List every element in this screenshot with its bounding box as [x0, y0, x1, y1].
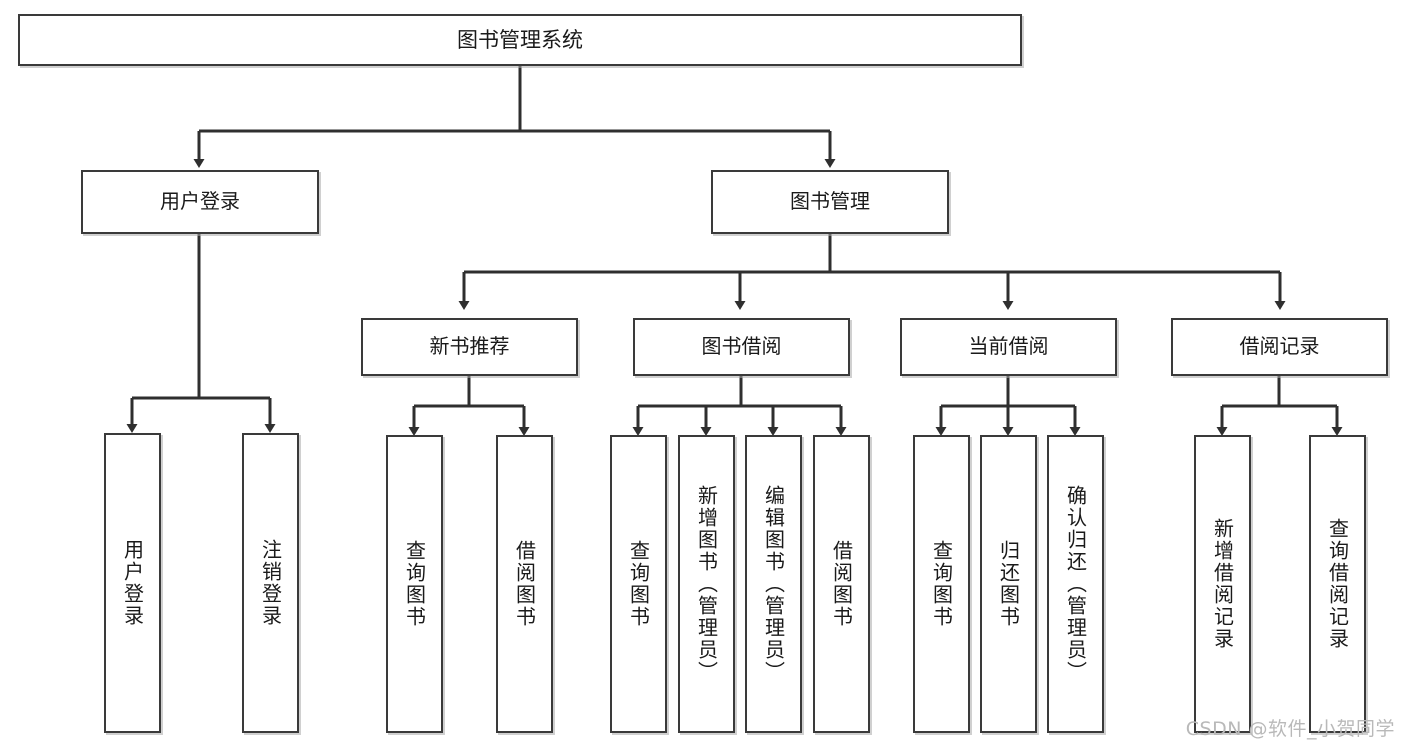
- node-label: 归还图书: [996, 540, 1021, 628]
- node-label: 查询图书: [626, 540, 651, 628]
- node-label: 借阅记录: [1239, 334, 1320, 359]
- node-book-borrow[interactable]: 图书借阅: [633, 318, 850, 376]
- node-new-book-rec[interactable]: 新书推荐: [361, 318, 578, 376]
- node-label: 编辑图书（管理员）: [761, 485, 786, 683]
- node-leaf-add-record[interactable]: 新增借阅记录: [1194, 435, 1251, 733]
- node-leaf-logout[interactable]: 注销登录: [242, 433, 299, 733]
- node-user-login[interactable]: 用户登录: [81, 170, 319, 234]
- node-leaf-query-book-3[interactable]: 查询图书: [913, 435, 970, 733]
- csdn-watermark: CSDN @软件_小贺同学: [1185, 718, 1395, 740]
- node-label: 查询借阅记录: [1325, 518, 1350, 650]
- node-label: 注销登录: [258, 539, 283, 627]
- node-label: 查询图书: [402, 540, 427, 628]
- node-label: 借阅图书: [512, 540, 537, 628]
- node-leaf-borrow-book-2[interactable]: 借阅图书: [813, 435, 870, 733]
- node-borrow-record[interactable]: 借阅记录: [1171, 318, 1388, 376]
- node-label: 图书借阅: [701, 334, 782, 359]
- node-root[interactable]: 图书管理系统: [18, 14, 1022, 66]
- node-leaf-query-book-2[interactable]: 查询图书: [610, 435, 667, 733]
- node-label: 用户登录: [120, 539, 145, 627]
- node-leaf-borrow-book-1[interactable]: 借阅图书: [496, 435, 553, 733]
- node-label: 确认归还（管理员）: [1063, 485, 1088, 683]
- node-label: 查询图书: [929, 540, 954, 628]
- node-leaf-user-login[interactable]: 用户登录: [104, 433, 161, 733]
- node-book-manage[interactable]: 图书管理: [711, 170, 949, 234]
- node-label: 图书管理系统: [457, 27, 583, 52]
- node-label: 当前借阅: [968, 334, 1049, 359]
- node-leaf-confirm-return[interactable]: 确认归还（管理员）: [1047, 435, 1104, 733]
- node-label: 新书推荐: [429, 334, 510, 359]
- node-label: 新增借阅记录: [1210, 518, 1235, 650]
- node-leaf-add-book[interactable]: 新增图书（管理员）: [678, 435, 735, 733]
- node-leaf-edit-book[interactable]: 编辑图书（管理员）: [745, 435, 802, 733]
- node-label: 借阅图书: [829, 540, 854, 628]
- node-leaf-query-record[interactable]: 查询借阅记录: [1309, 435, 1366, 733]
- node-label: 图书管理: [790, 189, 870, 214]
- node-leaf-return-book[interactable]: 归还图书: [980, 435, 1037, 733]
- node-leaf-query-book-1[interactable]: 查询图书: [386, 435, 443, 733]
- node-label: 用户登录: [160, 189, 240, 214]
- node-current-borrow[interactable]: 当前借阅: [900, 318, 1117, 376]
- node-label: 新增图书（管理员）: [694, 485, 719, 683]
